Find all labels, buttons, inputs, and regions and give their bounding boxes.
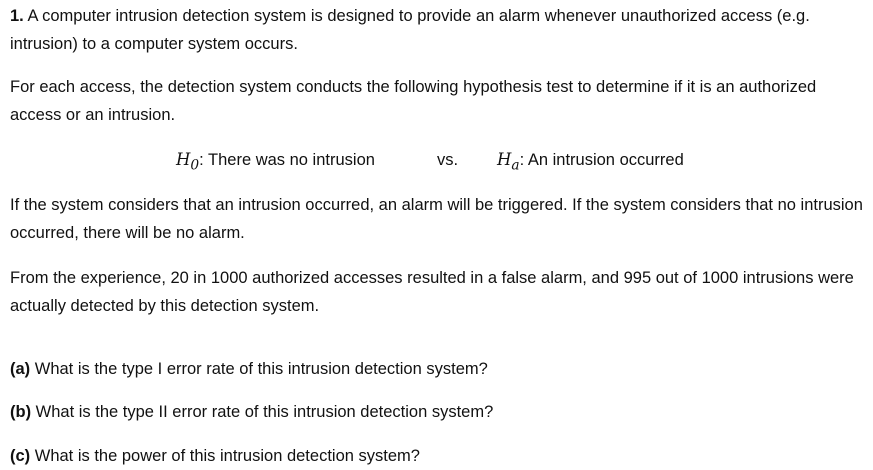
versus-label: vs.: [437, 151, 459, 169]
question-c: (c) What is the power of this intrusion …: [10, 442, 865, 470]
ha-subscript: a: [511, 157, 520, 174]
test-description: For each access, the detection system co…: [10, 78, 817, 124]
h0-subscript: 0: [190, 157, 200, 174]
question-b: (b) What is the type II error rate of th…: [10, 398, 865, 426]
ha-text: : An intrusion occurred: [519, 151, 684, 169]
question-b-label: (b): [10, 402, 32, 421]
intro-text: A computer intrusion detection system is…: [10, 7, 810, 53]
question-c-text: What is the power of this intrusion dete…: [30, 446, 420, 465]
problem-intro: 1. A computer intrusion detection system…: [10, 2, 865, 58]
alternative-hypothesis: Ha: An intrusion occurred: [497, 146, 684, 179]
null-hypothesis: H0: There was no intrusion: [176, 146, 375, 179]
question-c-label: (c): [10, 446, 31, 465]
ha-symbol: H: [497, 150, 512, 169]
question-a: (a) What is the type I error rate of thi…: [10, 355, 865, 383]
h0-symbol: H: [176, 150, 191, 169]
experience-data: From the experience, 20 in 1000 authoriz…: [10, 269, 854, 315]
question-b-text: What is the type II error rate of this i…: [31, 402, 494, 421]
hypotheses-line: H0: There was no intrusion vs. Ha: An in…: [0, 146, 873, 174]
h0-text: : There was no intrusion: [199, 151, 375, 169]
question-a-label: (a): [10, 359, 31, 378]
question-a-text: What is the type I error rate of this in…: [30, 359, 488, 378]
alarm-rule: If the system considers that an intrusio…: [10, 196, 863, 242]
problem-number: 1.: [10, 7, 24, 25]
